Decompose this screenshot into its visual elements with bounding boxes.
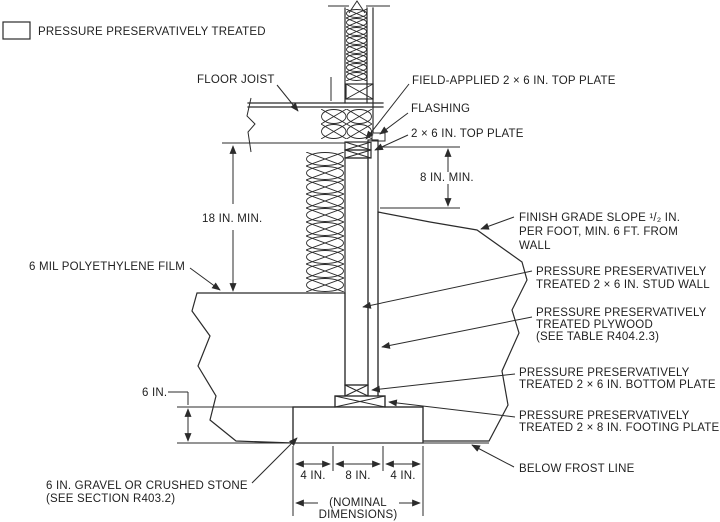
dim-text-4in-left: 4 IN. <box>300 470 325 482</box>
dim-text-4in-right: 4 IN. <box>390 470 415 482</box>
callout-top-plate: 2 × 6 IN. TOP PLATE <box>411 128 524 140</box>
legend-label: PRESSURE PRESERVATIVELY TREATED <box>38 26 266 38</box>
rim-insulation <box>321 109 372 139</box>
dim-text-6in: 6 IN. <box>142 387 167 399</box>
callout-bottom-plate: PRESSURE PRESERVATIVELY TREATED 2 × 6 IN… <box>519 367 716 391</box>
callout-gravel: 6 IN. GRAVEL OR CRUSHED STONE (SEE SECTI… <box>46 480 248 505</box>
upper-wall-insulation <box>346 9 367 81</box>
svg-text:6 IN. GRAVEL OR CRUSHED STONE: 6 IN. GRAVEL OR CRUSHED STONE <box>46 480 248 492</box>
legend-stipple-swatch <box>2 21 31 40</box>
field-applied-top-plate <box>344 141 372 151</box>
leader-floor-joist <box>276 84 299 112</box>
dim-text-nominal-2: DIMENSIONS) <box>319 509 398 521</box>
svg-text:PRESSURE PRESERVATIVELY: PRESSURE PRESERVATIVELY <box>536 307 707 319</box>
leader-top-plate <box>374 134 409 151</box>
svg-text:PER FOOT, MIN. 6 FT. FROM: PER FOOT, MIN. 6 FT. FROM <box>519 226 678 238</box>
callout-footing-plate: PRESSURE PRESERVATIVELY TREATED 2 × 8 IN… <box>519 410 719 434</box>
callout-field-applied: FIELD-APPLIED 2 × 6 IN. TOP PLATE <box>412 75 616 87</box>
rim-blocking <box>345 83 374 100</box>
callout-below-frost: BELOW FROST LINE <box>519 463 635 475</box>
dim-text-8in-mid: 8 IN. <box>345 470 370 482</box>
leader-finish-grade <box>480 216 515 230</box>
callout-film: 6 MIL POLYETHYLENE FILM <box>29 261 185 273</box>
leader-film <box>189 267 221 291</box>
top-plate <box>344 149 372 159</box>
leader-field-applied <box>365 83 410 140</box>
gravel-bed <box>292 406 424 444</box>
svg-text:TREATED 2 × 8 IN. FOOTING PLAT: TREATED 2 × 8 IN. FOOTING PLATE <box>519 422 719 434</box>
leader-footing-plate <box>388 399 516 418</box>
svg-text:PRESSURE PRESERVATIVELY: PRESSURE PRESERVATIVELY <box>519 367 690 379</box>
dim-text-18in: 18 IN. MIN. <box>202 213 262 225</box>
dim-text-nominal-1: (NOMINAL <box>329 497 387 509</box>
svg-text:TREATED 2 × 6 IN. STUD WALL: TREATED 2 × 6 IN. STUD WALL <box>536 279 710 291</box>
leader-below-frost <box>471 444 515 468</box>
svg-text:(SEE TABLE R404.2.3): (SEE TABLE R404.2.3) <box>536 331 659 343</box>
svg-text:PRESSURE PRESERVATIVELY: PRESSURE PRESERVATIVELY <box>519 410 690 422</box>
svg-text:WALL: WALL <box>519 240 551 252</box>
leader-flashing <box>379 112 409 135</box>
callout-finish-grade: FINISH GRADE SLOPE ¹/₂ IN. PER FOOT, MIN… <box>519 212 680 252</box>
callout-plywood: PRESSURE PRESERVATIVELY TREATED PLYWOOD … <box>536 307 707 343</box>
tall-wall-insulation <box>306 152 344 292</box>
stud-wall-treated <box>344 157 369 386</box>
footing-plate <box>334 395 386 408</box>
plywood-strip <box>367 139 379 397</box>
svg-text:(SEE SECTION R403.2): (SEE SECTION R403.2) <box>46 493 175 505</box>
callout-stud-wall: PRESSURE PRESERVATIVELY TREATED 2 × 6 IN… <box>536 266 710 291</box>
dim-6in <box>168 391 192 442</box>
leader-plywood <box>381 316 533 349</box>
svg-text:TREATED 2 × 6 IN. BOTTOM PLATE: TREATED 2 × 6 IN. BOTTOM PLATE <box>519 379 716 391</box>
svg-text:TREATED PLYWOOD: TREATED PLYWOOD <box>536 319 653 331</box>
bottom-plate <box>344 384 369 397</box>
leader-bottom-plate <box>371 373 516 393</box>
leader-gravel <box>251 437 298 484</box>
svg-text:PRESSURE PRESERVATIVELY: PRESSURE PRESERVATIVELY <box>536 266 707 278</box>
callout-flashing: FLASHING <box>411 103 470 115</box>
floor-break-symbol <box>246 97 256 153</box>
left-soil-mound <box>191 292 346 444</box>
callout-floor-joist: FLOOR JOIST <box>197 74 275 86</box>
svg-text:FINISH GRADE SLOPE ¹/₂ IN.: FINISH GRADE SLOPE ¹/₂ IN. <box>519 212 680 224</box>
leader-stud-wall <box>362 270 533 309</box>
dim-text-8in: 8 IN. MIN. <box>420 172 474 184</box>
